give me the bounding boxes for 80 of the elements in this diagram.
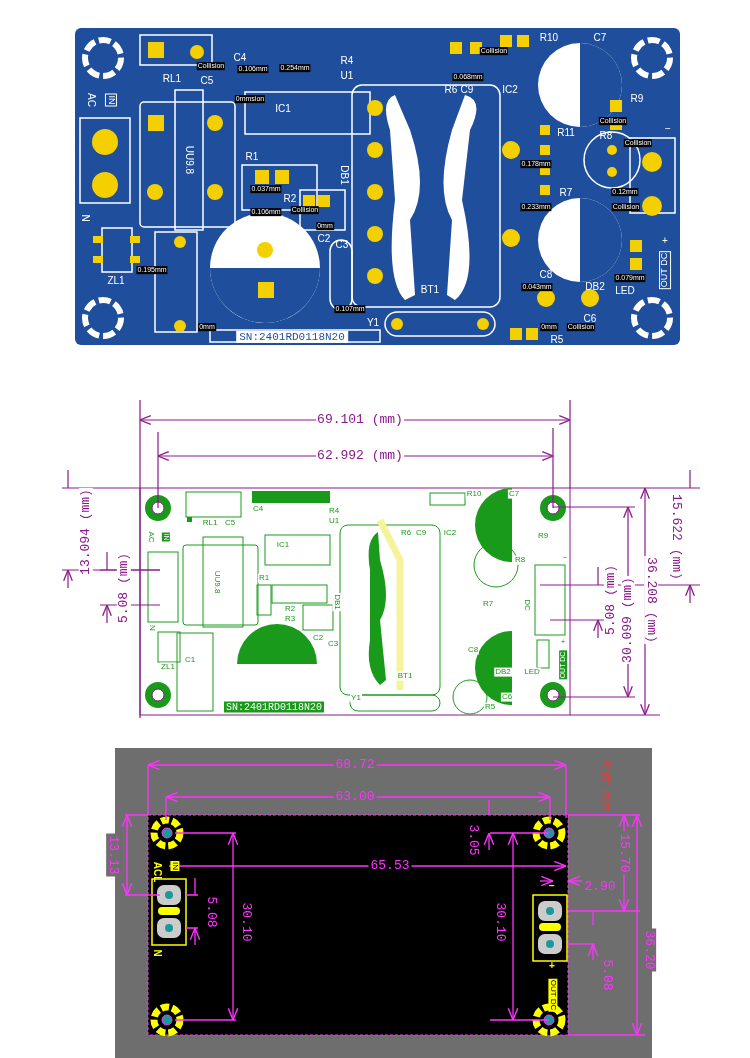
- polarity-mark: −: [549, 879, 555, 891]
- dimension-label: 13.13: [105, 833, 121, 877]
- component-label: DB2: [585, 280, 605, 292]
- terminal-label: N: [151, 949, 163, 957]
- component-label: R4: [327, 506, 341, 516]
- component-label: R3: [283, 614, 297, 624]
- component-label: R6: [399, 528, 413, 538]
- component-label: UU9.8: [183, 145, 195, 175]
- component-label: R8: [513, 555, 527, 565]
- component-label: ZL1: [107, 274, 125, 286]
- terminal-label: AC: [146, 530, 156, 544]
- component-label: BT1: [420, 283, 440, 295]
- serial-number: SN:2401RD0118N20: [236, 330, 348, 344]
- component-label: LED: [523, 667, 541, 677]
- component-label: U1: [340, 69, 354, 81]
- terminal-label: IN: [170, 861, 180, 871]
- dimension-label: 15.622 (mm): [668, 493, 684, 581]
- component-label: IC1: [275, 102, 291, 114]
- component-label: C5: [223, 518, 237, 528]
- component-label: C6: [500, 692, 514, 702]
- component-label: U1: [327, 516, 341, 526]
- polarity-mark: +: [549, 959, 555, 971]
- component-label: C7: [593, 31, 607, 43]
- component-label: C6: [583, 312, 597, 324]
- component-label: LED: [615, 284, 635, 296]
- component-label: RL1: [201, 518, 219, 528]
- component-label: R4: [340, 54, 354, 66]
- component-label: Y1: [350, 693, 362, 703]
- component-label: C2: [311, 633, 325, 643]
- component-label: C8: [539, 268, 553, 280]
- component-label: C1: [183, 655, 197, 665]
- component-label: R1: [257, 573, 271, 583]
- terminal-label: AC: [85, 93, 97, 107]
- component-label: R9: [630, 92, 644, 104]
- component-label: IC2: [502, 83, 518, 95]
- dimension-label: 36.208 (mm): [643, 556, 659, 644]
- terminal-label: ACL: [151, 861, 163, 883]
- serial-number: SN:2401RD0118N20: [224, 701, 324, 713]
- component-label: C9: [414, 528, 428, 538]
- component-label: R5: [483, 702, 497, 712]
- component-label: C7: [507, 489, 521, 499]
- component-label: C8: [466, 645, 480, 655]
- component-label: R5: [550, 333, 564, 345]
- component-label: C5: [200, 74, 214, 86]
- terminal-label: OUT DC: [548, 978, 558, 1012]
- component-label: DC: [522, 598, 532, 612]
- component-label: R6: [444, 83, 458, 95]
- component-label: BT1: [396, 671, 414, 681]
- component-label: DB1: [338, 165, 350, 185]
- component-label: C3: [326, 639, 340, 649]
- terminal-label: N: [147, 624, 157, 632]
- dimension-label: 30.099 (mm): [620, 576, 636, 664]
- polarity-mark: −: [665, 122, 671, 134]
- component-label: R9: [536, 531, 550, 541]
- component-label: DB1: [332, 593, 342, 611]
- component-label: Y1: [366, 316, 380, 328]
- terminal-label: N: [79, 214, 91, 222]
- component-label: RL1: [162, 72, 182, 84]
- component-label: ZL1: [160, 662, 176, 672]
- component-label: C9: [460, 83, 474, 95]
- component-label: R7: [481, 599, 495, 609]
- dimension-label: 62.992 (mm): [316, 448, 404, 464]
- component-label: R1: [245, 150, 259, 162]
- component-label: C4: [251, 504, 265, 514]
- unit-note: 单位: mm: [598, 759, 612, 811]
- component-label: DB2: [494, 667, 512, 677]
- component-label: IC2: [442, 528, 458, 538]
- component-label: IC1: [275, 540, 291, 550]
- polarity-mark: +: [662, 234, 668, 246]
- component-label: R7: [559, 186, 573, 198]
- dimension-label: 13.094 (mm): [78, 488, 94, 576]
- component-label: R10: [539, 31, 559, 43]
- component-label: UU9.8: [212, 569, 222, 595]
- component-label: R11: [557, 126, 575, 138]
- component-label: R2: [283, 192, 297, 204]
- component-label: C2: [317, 232, 331, 244]
- component-label: C4: [233, 51, 247, 63]
- component-label: R2: [283, 604, 297, 614]
- component-label: R10: [465, 489, 483, 499]
- dimension-label: 69.101 (mm): [316, 412, 404, 428]
